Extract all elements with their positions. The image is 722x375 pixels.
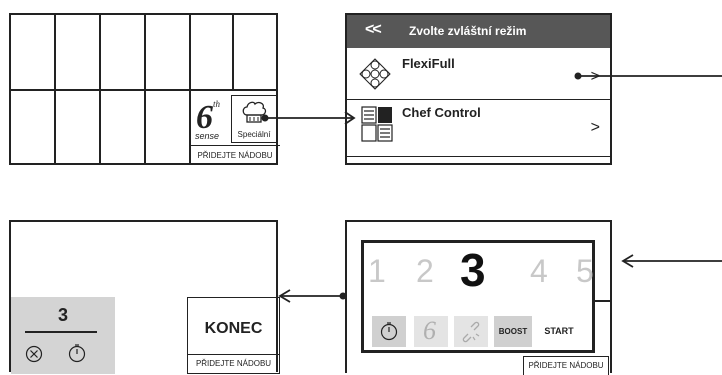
arrow-special-to-menu [262, 112, 355, 124]
arrow-to-timer-end [280, 290, 347, 302]
arrow-flexifull-out [575, 73, 722, 80]
arrow-to-power-level [623, 255, 722, 267]
